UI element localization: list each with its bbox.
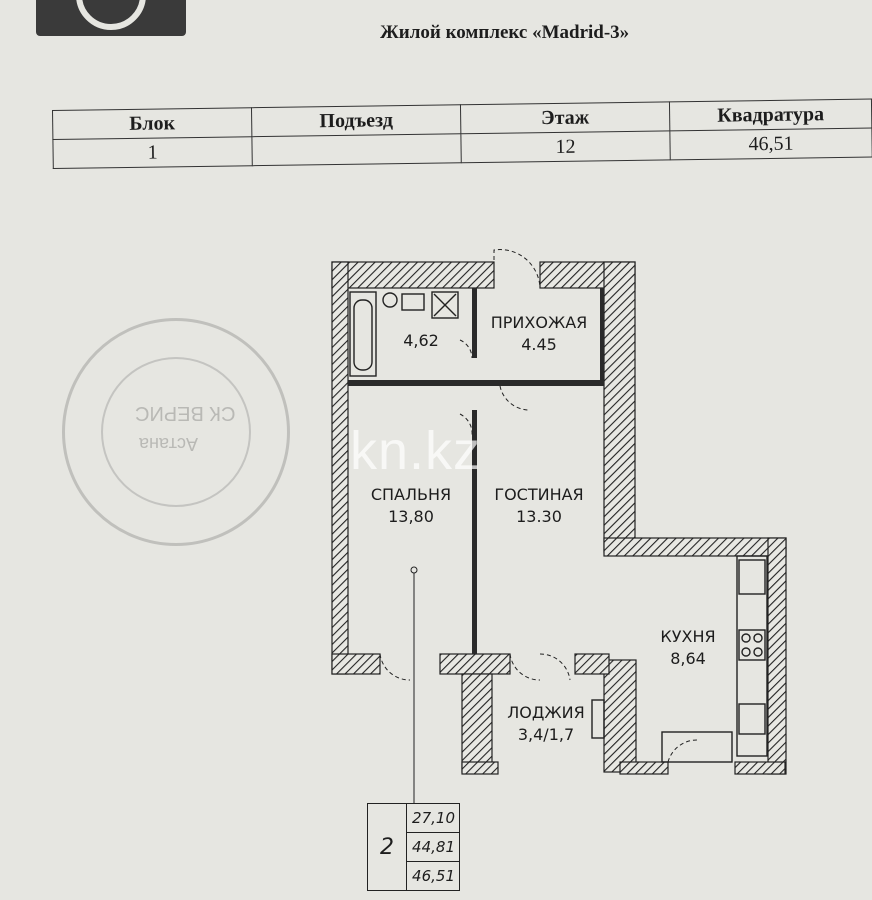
total-area: 44,81 <box>406 832 460 862</box>
loggia-name: ЛОДЖИЯ <box>507 703 585 722</box>
bedroom-area: 13,80 <box>388 507 434 526</box>
area-summary-table: 2 27,10 44,81 46,51 <box>367 803 460 891</box>
callout-line <box>410 566 418 804</box>
toilet-icon <box>382 292 398 308</box>
room-bedroom: СПАЛЬНЯ 13,80 <box>350 484 472 528</box>
living-area: 13.30 <box>516 507 562 526</box>
exterior-walls <box>331 261 787 775</box>
bedroom-name: СПАЛЬНЯ <box>370 485 452 504</box>
kitchen-counter <box>736 555 768 757</box>
living-name: ГОСТИНАЯ <box>494 485 584 504</box>
radiator-icon <box>591 699 605 739</box>
stove-icon <box>738 629 766 661</box>
sink-icon <box>401 293 425 311</box>
hall-name: ПРИХОЖАЯ <box>490 313 588 332</box>
company-stamp: СК ВЕРИС Астана <box>62 318 290 546</box>
room-count: 2 <box>367 803 407 891</box>
room-loggia: ЛОДЖИЯ 3,4/1,7 <box>496 702 596 746</box>
room-kitchen: КУХНЯ 8,64 <box>640 626 736 670</box>
room-living: ГОСТИНАЯ 13.30 <box>478 484 600 528</box>
company-logo <box>36 0 186 36</box>
living-area-total: 27,10 <box>406 803 460 833</box>
room-bathroom: 4,62 <box>396 330 446 352</box>
bathtub-icon <box>349 291 377 377</box>
watermark: kn.kz <box>350 421 482 481</box>
kitchen-area: 8,64 <box>670 649 706 668</box>
total-area-with-loggia: 46,51 <box>406 861 460 891</box>
fixtures <box>349 291 768 763</box>
doors <box>379 249 699 763</box>
kitchen-sink-icon <box>738 559 766 595</box>
fridge-icon <box>738 703 766 735</box>
loggia-area: 3,4/1,7 <box>517 725 575 744</box>
room-hall: ПРИХОЖАЯ 4.45 <box>478 312 600 356</box>
bathroom-area: 4,62 <box>403 331 439 350</box>
kitchen-name: КУХНЯ <box>660 627 716 646</box>
page-title: Жилой комплекс «Madrid-3» <box>380 22 630 43</box>
washer-icon <box>431 291 459 319</box>
hall-area: 4.45 <box>521 335 557 354</box>
interior-walls <box>348 288 604 654</box>
